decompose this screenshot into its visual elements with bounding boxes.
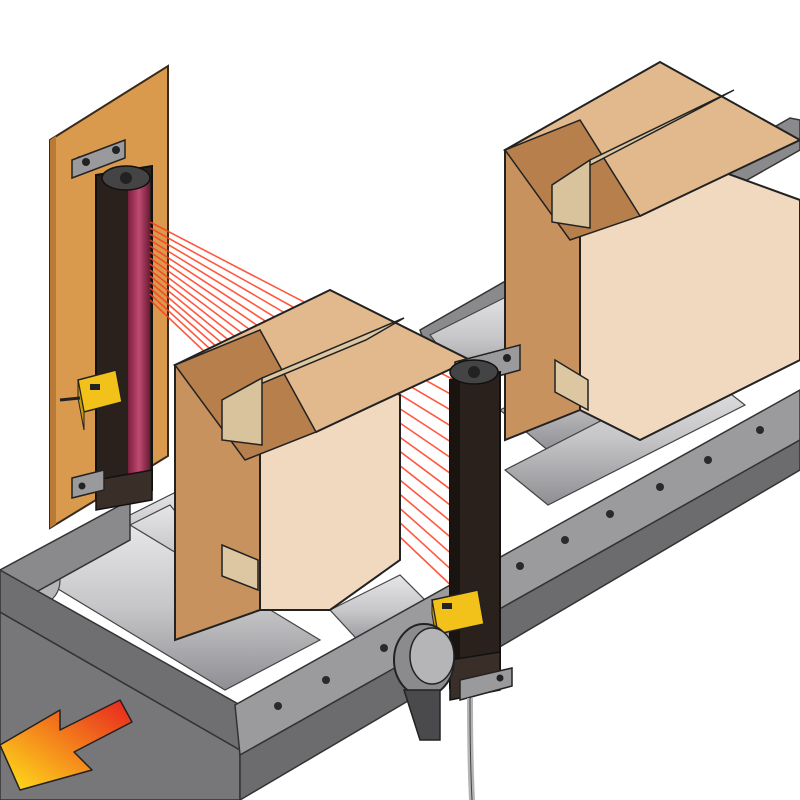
conveyor-front-rail: [234, 389, 800, 800]
light-curtain-receiver: [431, 344, 521, 800]
rail-holes: [274, 426, 764, 710]
sensor-yellow: [431, 589, 485, 649]
direction-arrow-icon: [0, 699, 133, 791]
light-curtain-emitter: [59, 138, 153, 511]
cardboard-box-back: [502, 60, 800, 442]
sensor-yellow: [59, 369, 123, 431]
connector-housing: [393, 623, 455, 741]
connector-cable: [467, 697, 475, 800]
packing-tape: [551, 89, 735, 412]
packing-tape: [221, 317, 405, 592]
cardboard-box-front: [172, 288, 473, 642]
